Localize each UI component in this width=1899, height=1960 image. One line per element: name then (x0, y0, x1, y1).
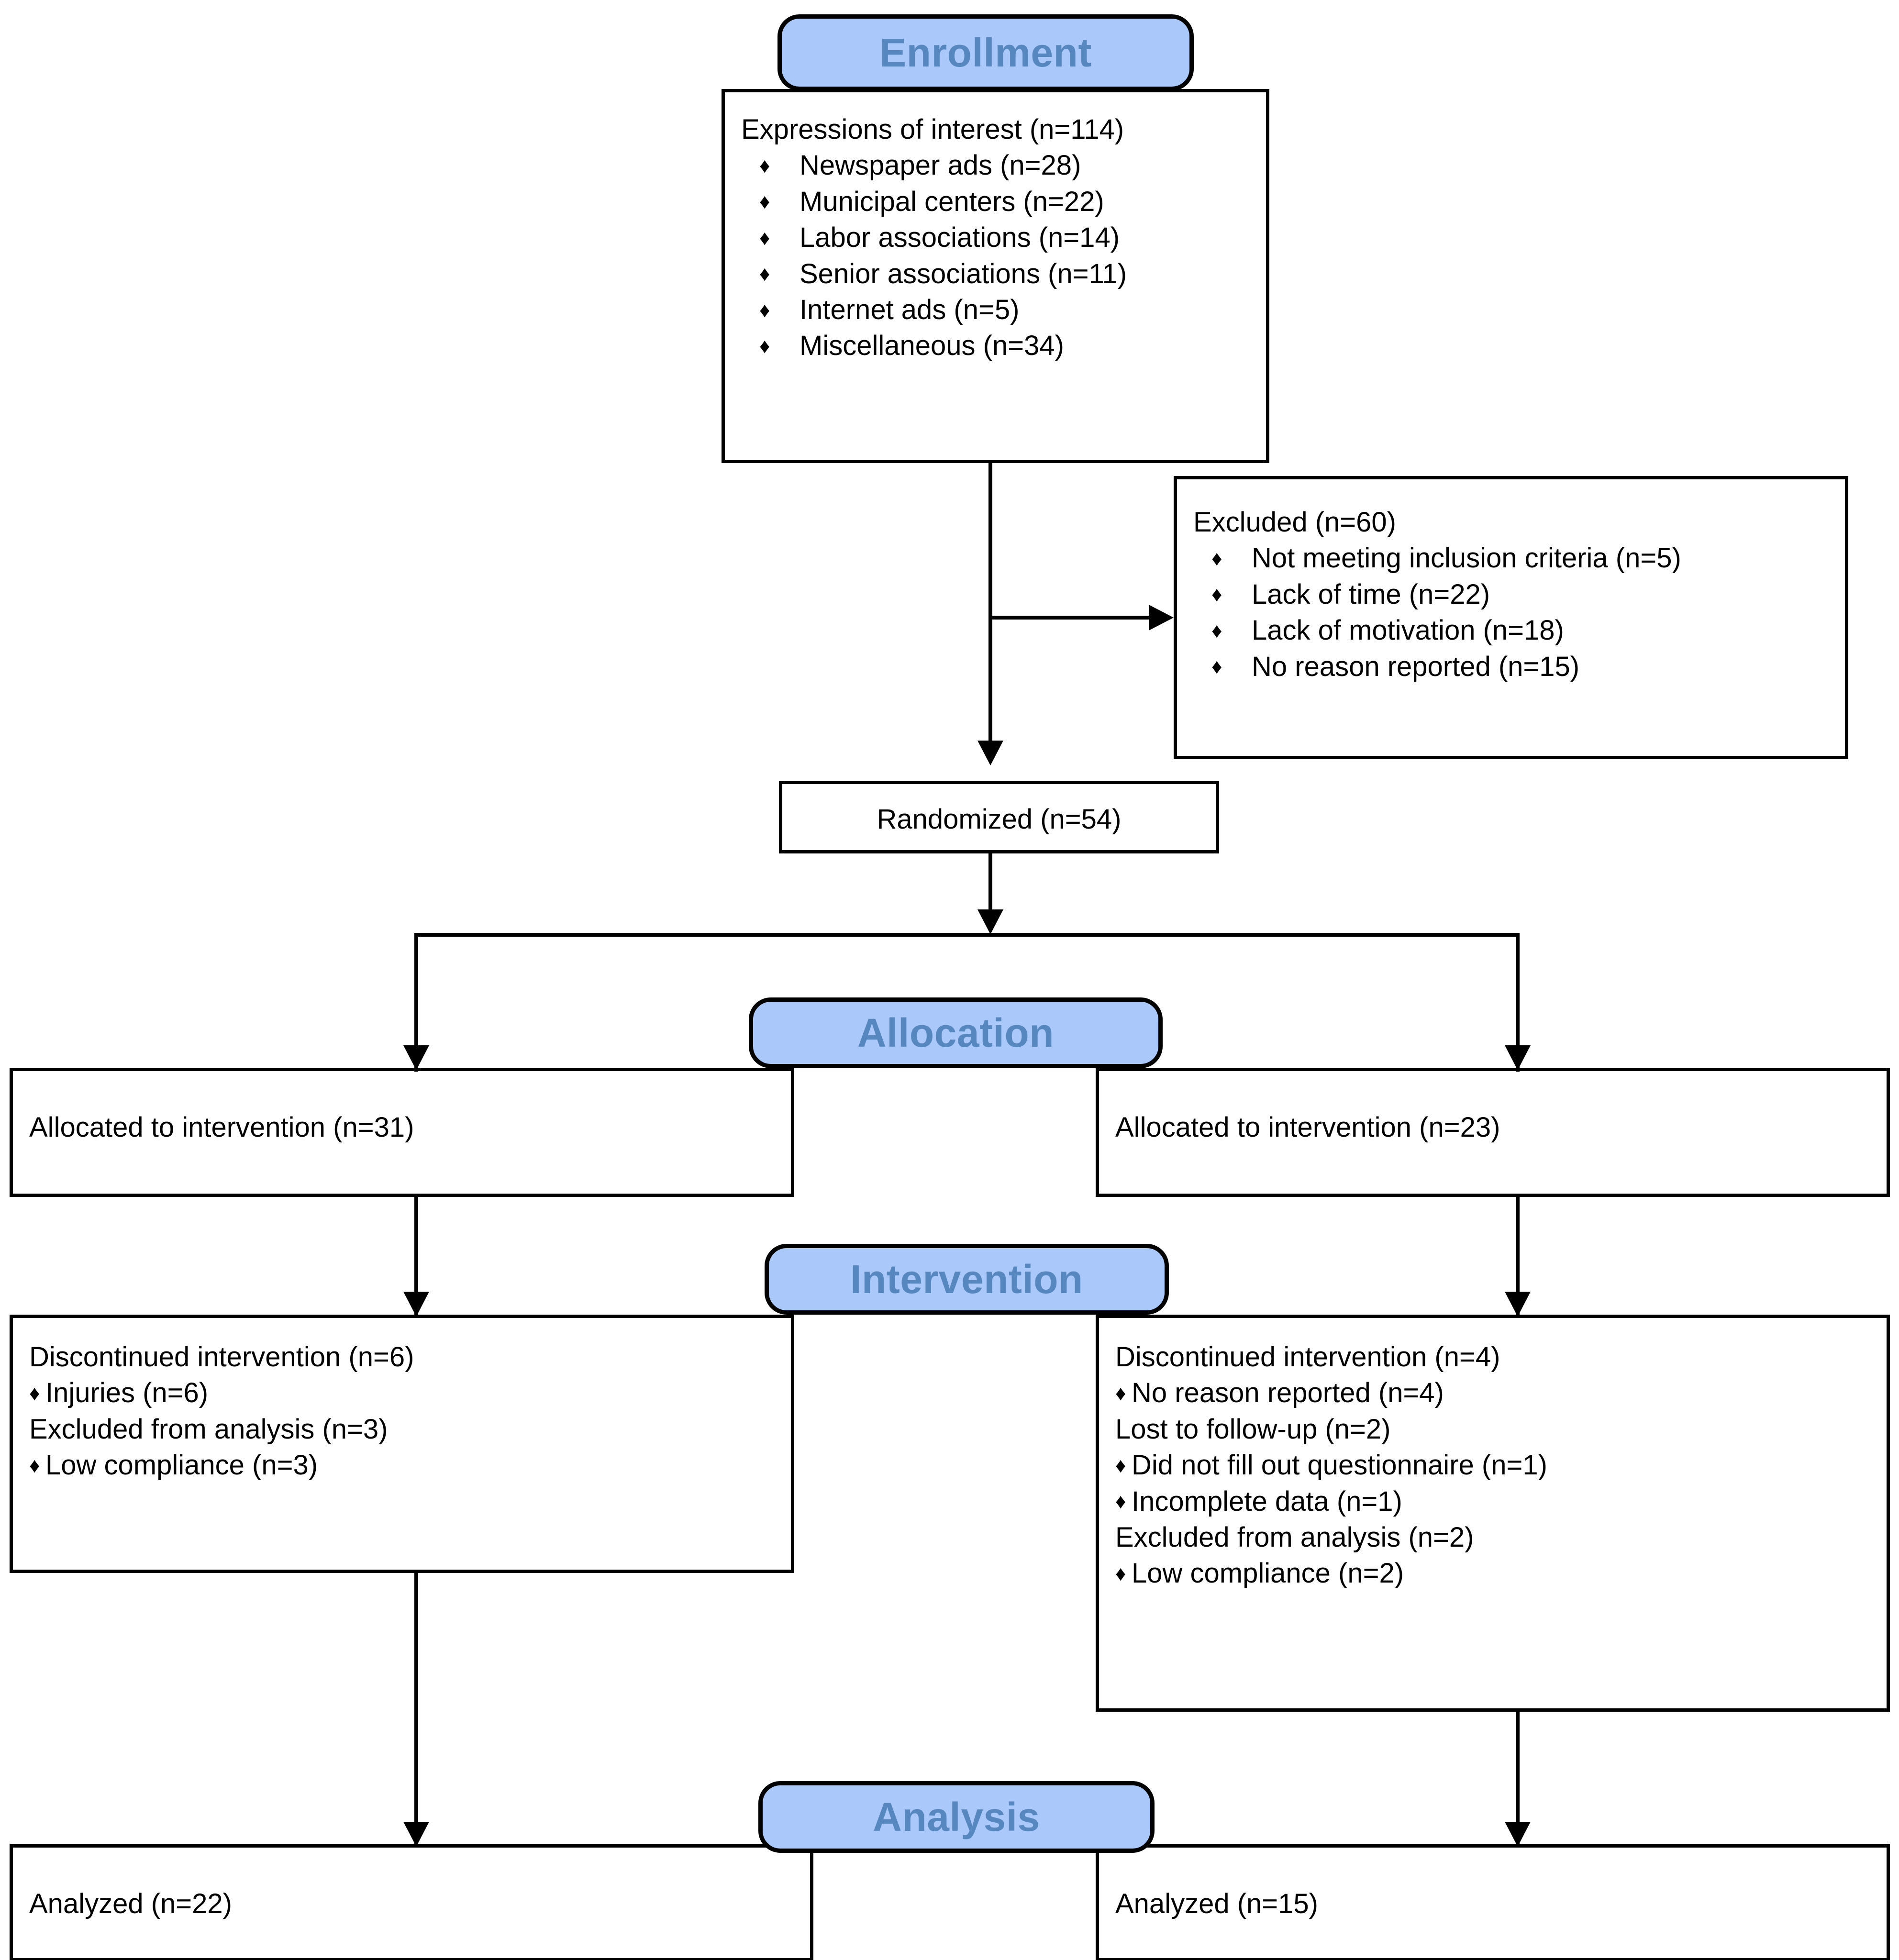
diamond-bullet-icon: ♦ (759, 190, 770, 214)
stage-header-enrollment: Enrollment (777, 14, 1194, 91)
arrowhead-intervention-right (1505, 1292, 1531, 1317)
stage-header-intervention-label: Intervention (850, 1256, 1083, 1302)
randomized-box: Randomized (n=54) (779, 781, 1219, 853)
intervention-right-heading-2: Lost to follow-up (n=2) (1115, 1413, 1391, 1445)
diamond-bullet-icon: ♦ (29, 1453, 40, 1477)
connector-intervention-right-to-analysis (1516, 1712, 1520, 1846)
intervention-right-heading-3: Excluded from analysis (n=2) (1115, 1521, 1474, 1553)
intervention-left-body: Discontinued intervention (n=6) ♦Injurie… (29, 1339, 781, 1484)
arrowhead-analysis-right (1505, 1822, 1531, 1847)
diamond-bullet-icon: ♦ (1115, 1453, 1126, 1477)
connector-alloc-right-to-intervention (1516, 1197, 1520, 1317)
connector-allocation-split-bar (414, 933, 1520, 937)
allocation-left-text: Allocated to intervention (n=31) (29, 1112, 414, 1143)
arrowhead-split (977, 909, 1003, 934)
connector-allocation-left-leg (414, 933, 418, 1072)
intervention-right-body: Discontinued intervention (n=4) ♦No reas… (1115, 1339, 1877, 1592)
enrollment-box-body: Expressions of interest (n=114) ♦Newspap… (741, 111, 1256, 364)
diamond-bullet-icon: ♦ (1115, 1382, 1126, 1405)
diamond-bullet-icon: ♦ (759, 226, 770, 250)
stage-header-analysis-label: Analysis (873, 1794, 1040, 1839)
diamond-bullet-icon: ♦ (759, 262, 770, 286)
diamond-bullet-icon: ♦ (1115, 1490, 1126, 1514)
list-item: ♦No reason reported (n=15) (1193, 649, 1835, 685)
stage-header-allocation: Allocation (749, 997, 1163, 1068)
list-item: ♦Lack of time (n=22) (1193, 576, 1835, 612)
list-item: ♦Municipal centers (n=22) (741, 184, 1256, 220)
list-item: ♦Labor associations (n=14) (741, 220, 1256, 255)
diamond-bullet-icon: ♦ (759, 154, 770, 177)
arrowhead-analysis-left (403, 1822, 429, 1847)
arrowhead-excluded (1149, 605, 1174, 631)
diamond-bullet-icon: ♦ (1211, 547, 1222, 570)
allocation-left-box: Allocated to intervention (n=31) (10, 1068, 794, 1197)
intervention-left-heading-2: Excluded from analysis (n=3) (29, 1413, 388, 1445)
diamond-bullet-icon: ♦ (1115, 1561, 1126, 1585)
diamond-bullet-icon: ♦ (1211, 655, 1222, 679)
excluded-box: Excluded (n=60) ♦Not meeting inclusion c… (1174, 476, 1848, 759)
connector-intervention-left-to-analysis (414, 1573, 418, 1846)
enrollment-heading: Expressions of interest (n=114) (741, 114, 1124, 145)
list-item: ♦Newspaper ads (n=28) (741, 147, 1256, 183)
stage-header-enrollment-label: Enrollment (879, 30, 1092, 75)
connector-randomized-down (988, 853, 992, 911)
list-item: ♦Miscellaneous (n=34) (741, 328, 1256, 364)
list-item: ♦Did not fill out questionnaire (n=1) (1115, 1450, 1547, 1481)
intervention-right-box: Discontinued intervention (n=4) ♦No reas… (1096, 1315, 1890, 1712)
analysis-left-body: Analyzed (n=22) (29, 1886, 800, 1922)
stage-header-allocation-label: Allocation (857, 1010, 1054, 1055)
intervention-left-heading: Discontinued intervention (n=6) (29, 1341, 414, 1373)
intervention-left-box: Discontinued intervention (n=6) ♦Injurie… (10, 1315, 794, 1573)
randomized-box-body: Randomized (n=54) (782, 801, 1216, 837)
allocation-right-text: Allocated to intervention (n=23) (1115, 1112, 1500, 1143)
list-item: ♦Lack of motivation (n=18) (1193, 612, 1835, 648)
analysis-right-box: Analyzed (n=15) (1096, 1844, 1890, 1960)
list-item: ♦Incomplete data (n=1) (1115, 1485, 1402, 1517)
list-item: ♦Low compliance (n=2) (1115, 1558, 1404, 1589)
excluded-box-body: Excluded (n=60) ♦Not meeting inclusion c… (1193, 504, 1835, 685)
connector-to-excluded (988, 616, 1149, 620)
connector-enrollment-to-randomized (988, 463, 992, 741)
arrowhead-allocation-left (403, 1045, 429, 1070)
allocation-left-body: Allocated to intervention (n=31) (29, 1109, 781, 1145)
analysis-left-text: Analyzed (n=22) (29, 1888, 232, 1919)
intervention-right-heading: Discontinued intervention (n=4) (1115, 1341, 1500, 1373)
diamond-bullet-icon: ♦ (1211, 619, 1222, 642)
stage-header-intervention: Intervention (765, 1244, 1169, 1315)
diamond-bullet-icon: ♦ (759, 334, 770, 358)
analysis-right-text: Analyzed (n=15) (1115, 1888, 1318, 1919)
excluded-heading: Excluded (n=60) (1193, 507, 1396, 538)
connector-allocation-right-leg (1516, 933, 1520, 1072)
list-item: ♦Low compliance (n=3) (29, 1450, 318, 1481)
stage-header-analysis: Analysis (758, 1781, 1155, 1853)
analysis-left-box: Analyzed (n=22) (10, 1844, 813, 1960)
arrowhead-randomized (977, 741, 1003, 765)
randomized-text: Randomized (n=54) (877, 804, 1122, 835)
list-item: ♦No reason reported (n=4) (1115, 1377, 1444, 1409)
analysis-right-body: Analyzed (n=15) (1115, 1886, 1877, 1922)
list-item: ♦Not meeting inclusion criteria (n=5) (1193, 540, 1835, 576)
connector-alloc-left-to-intervention (414, 1197, 418, 1317)
arrowhead-allocation-right (1505, 1045, 1531, 1070)
allocation-right-box: Allocated to intervention (n=23) (1096, 1068, 1890, 1197)
diamond-bullet-icon: ♦ (1211, 583, 1222, 607)
allocation-right-body: Allocated to intervention (n=23) (1115, 1109, 1877, 1145)
diamond-bullet-icon: ♦ (759, 298, 770, 322)
arrowhead-intervention-left (403, 1292, 429, 1317)
list-item: ♦Internet ads (n=5) (741, 292, 1256, 328)
diamond-bullet-icon: ♦ (29, 1382, 40, 1405)
enrollment-box: Expressions of interest (n=114) ♦Newspap… (722, 89, 1269, 463)
list-item: ♦Senior associations (n=11) (741, 256, 1256, 292)
list-item: ♦Injuries (n=6) (29, 1377, 209, 1409)
